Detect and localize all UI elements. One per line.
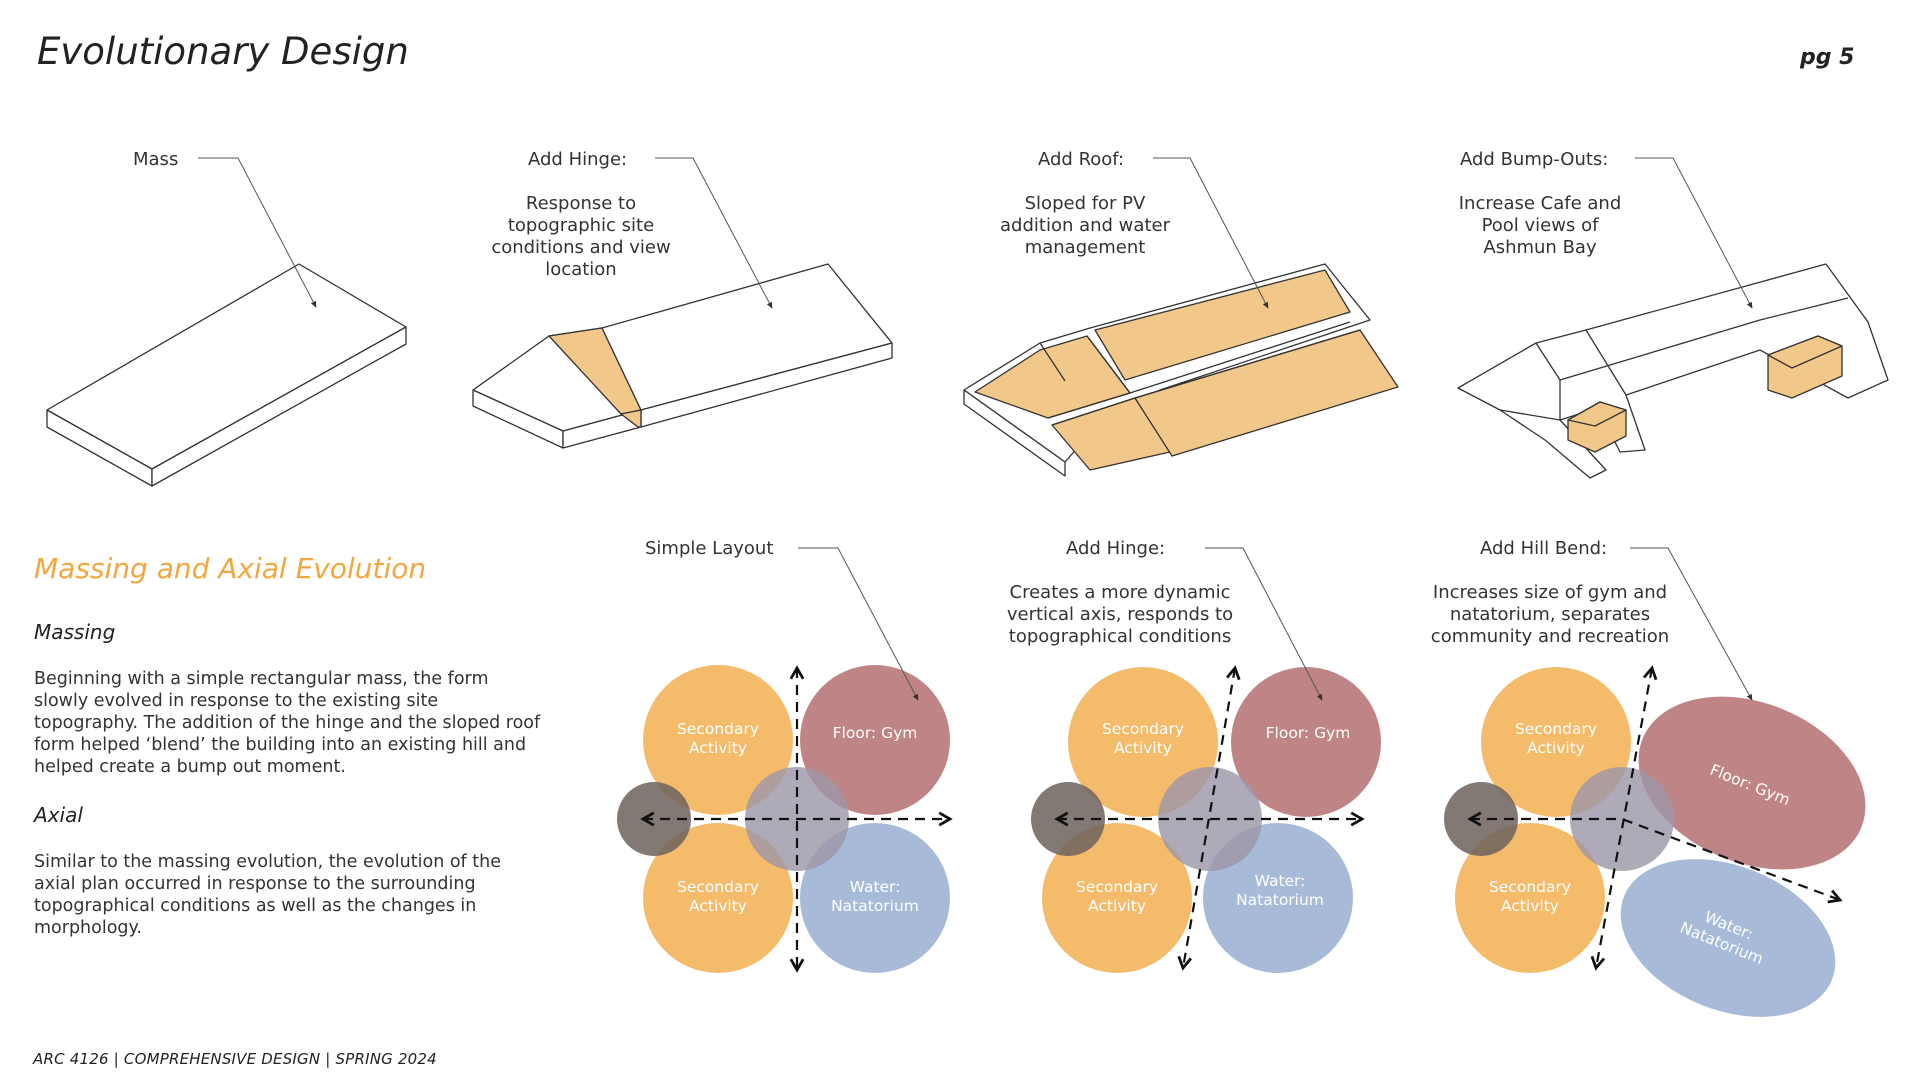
- circle-label: Activity: [1088, 897, 1146, 915]
- circle-label: Secondary: [1515, 720, 1597, 738]
- axial-hinge-diagram: Secondary Activity Floor: Gym Secondary …: [1031, 665, 1381, 973]
- circle-label: Floor: Gym: [1266, 724, 1351, 742]
- circle-label: Activity: [689, 739, 747, 757]
- mass-block-diagram: [46, 263, 407, 487]
- add-bump-outs-label: Add Bump-Outs:: [1460, 149, 1609, 170]
- add-bump-outs-note: Increase Cafe and Pool views of Ashmun B…: [1458, 193, 1622, 258]
- hinge-massing-diagram: [472, 263, 893, 449]
- simple-layout-label: Simple Layout: [645, 538, 774, 559]
- natatorium-circle: [800, 823, 950, 973]
- add-roof-note: Sloped for PV addition and water managem…: [1000, 193, 1170, 258]
- gym-circle: [1231, 667, 1381, 817]
- hub-circle: [1570, 767, 1674, 871]
- secondary-activity-circle: [643, 665, 793, 815]
- roof-leader-line: [1153, 157, 1269, 309]
- axial-paragraph: Similar to the massing evolution, the ev…: [34, 852, 501, 938]
- page-title: Evolutionary Design: [37, 30, 409, 73]
- circle-label: Water:: [850, 878, 901, 896]
- add-hill-bend-label: Add Hill Bend:: [1480, 538, 1608, 559]
- massing-subheading: Massing: [34, 620, 116, 644]
- bump-outs-massing-diagram: [1457, 263, 1889, 479]
- axial-add-hinge-label: Add Hinge:: [1066, 538, 1166, 559]
- massing-paragraph: Beginning with a simple rectangular mass…: [34, 669, 541, 777]
- axial-add-hinge-note: Creates a more dynamic vertical axis, re…: [1006, 582, 1234, 647]
- circle-label: Activity: [1527, 739, 1585, 757]
- add-hinge-note: Response to topographic site conditions …: [491, 193, 671, 280]
- hill-bend-leader-line: [1630, 547, 1753, 701]
- mass-leader-line: [198, 157, 317, 308]
- circle-label: Secondary: [677, 720, 759, 738]
- circle-label: Water:: [1255, 872, 1306, 890]
- hill-bend-diagram: Secondary Activity Floor: Gym Secondary …: [1444, 665, 1866, 1017]
- section-heading: Massing and Axial Evolution: [34, 552, 427, 585]
- page-number: pg 5: [1800, 45, 1855, 70]
- circle-label: Secondary: [1102, 720, 1184, 738]
- add-hinge-label: Add Hinge:: [528, 149, 628, 170]
- footer-text: ARC 4126 | COMPREHENSIVE DESIGN | SPRING…: [33, 1050, 437, 1068]
- circle-label: Natatorium: [831, 897, 919, 915]
- add-roof-label: Add Roof:: [1038, 149, 1125, 170]
- circle-label: Activity: [689, 897, 747, 915]
- circle-label: Secondary: [677, 878, 759, 896]
- axial-hinge-leader-line: [1205, 547, 1323, 701]
- mass-label: Mass: [133, 149, 179, 170]
- bump-outs-leader-line: [1635, 157, 1753, 309]
- gym-circle: [800, 665, 950, 815]
- secondary-activity-circle: [1042, 823, 1192, 973]
- axial-subheading: Axial: [34, 803, 83, 827]
- hinge-leader-line: [655, 157, 773, 309]
- circle-label: Secondary: [1489, 878, 1571, 896]
- secondary-activity-circle: [643, 823, 793, 973]
- add-hill-bend-note: Increases size of gym and natatorium, se…: [1430, 582, 1670, 647]
- bent-axis-arrow: [1467, 811, 1843, 904]
- circle-label: Activity: [1501, 897, 1559, 915]
- circle-label: Secondary: [1076, 878, 1158, 896]
- circle-label: Activity: [1114, 739, 1172, 757]
- circle-label: Natatorium: [1236, 891, 1324, 909]
- roof-massing-diagram: [963, 263, 1399, 477]
- circle-label: Floor: Gym: [833, 724, 918, 742]
- simple-layout-diagram: Secondary Activity Floor: Gym Secondary …: [617, 665, 953, 973]
- simple-layout-leader-line: [798, 547, 919, 701]
